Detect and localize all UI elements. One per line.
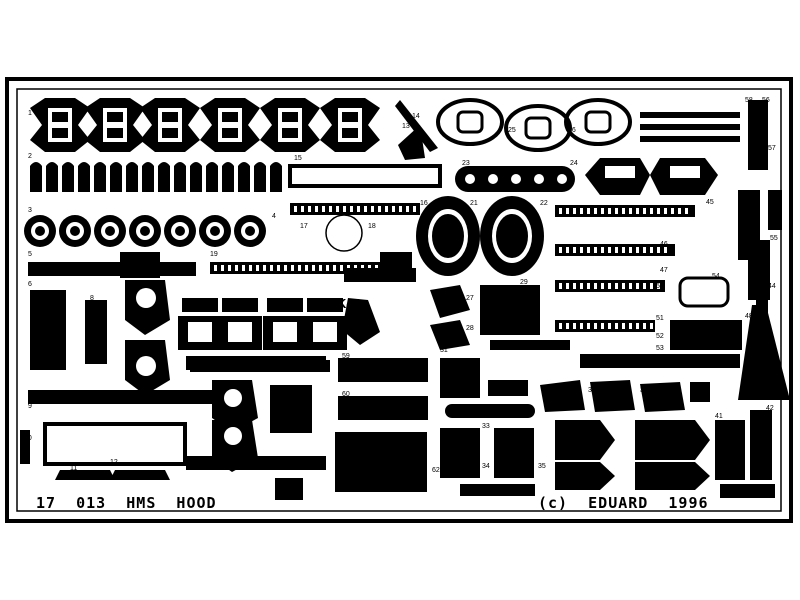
part-number-label: 62 [432, 467, 440, 474]
part-number-label: 11 [70, 465, 77, 472]
part-octagon-plates [585, 158, 718, 195]
part-number-label: 12 [110, 459, 118, 466]
part-number-label: 3 [28, 207, 32, 214]
part-number-label: 20 [380, 253, 388, 260]
part-number-label: 56 [762, 97, 770, 104]
part-number-label: 46 [660, 241, 668, 248]
part-number-label: 36 [588, 387, 596, 394]
part-center-assembly [186, 298, 380, 500]
part-number-label: 9 [28, 403, 32, 410]
part-number-label: 48 [745, 313, 753, 320]
part-number-label: 42 [766, 405, 774, 412]
part-number-label: 33 [482, 423, 490, 430]
fret-inner-frame [16, 88, 782, 512]
part-rope-reels [455, 166, 575, 192]
part-number-label: 51 [656, 315, 664, 322]
part-number-label: 44 [768, 283, 776, 290]
part-number-label: 16 [420, 200, 428, 207]
part-number-label: 40 [650, 437, 658, 444]
part-number-label: 2 [28, 153, 32, 160]
part-number-label: 58 [745, 97, 753, 104]
part-number-label: 57 [768, 145, 776, 152]
part-lower-right-assembly [430, 190, 790, 498]
part-number-label: 60 [342, 391, 350, 398]
part-number-label: 1 [28, 110, 32, 117]
set-number-title: 17 013 HMS HOOD [36, 494, 217, 512]
part-number-label: 23 [462, 160, 470, 167]
part-number-label: 34 [482, 463, 490, 470]
part-ladder-strips [190, 203, 695, 372]
part-row-mounts [178, 298, 347, 350]
part-number-label: 47 [660, 267, 668, 274]
part-number-label: 29 [520, 279, 528, 286]
part-number-label: 50 [656, 283, 664, 290]
part-number-label: 35 [538, 463, 546, 470]
part-number-label: 43 [720, 471, 728, 478]
part-railings-top-right [640, 100, 768, 170]
part-lower-left-assembly [20, 252, 228, 480]
ship-marking: K-V [337, 296, 360, 311]
part-number-label: 30 [520, 343, 528, 350]
part-number-label: 53 [656, 345, 664, 352]
part-number-label: 26 [568, 127, 576, 134]
copyright-label: (c) EDUARD 1996 [538, 494, 709, 512]
part-number-label: 61 [342, 435, 350, 442]
part-number-label: 39 [600, 437, 608, 444]
part-number-label: 6 [28, 281, 32, 288]
part-long-blocks [335, 252, 428, 492]
part-number-label: 38 [690, 387, 698, 394]
part-number-label: 18 [368, 223, 376, 230]
part-number-label: 19 [210, 251, 218, 258]
part-number-label: 10 [24, 435, 32, 442]
part-number-label: 4 [272, 213, 276, 220]
part-number-label: 32 [440, 391, 448, 398]
part-number-label: 21 [470, 200, 478, 207]
part-row-round-frames [436, 98, 632, 152]
part-number-label: 24 [570, 160, 578, 167]
part-inclined-ladder [395, 100, 438, 160]
part-number-label: 54 [712, 273, 720, 280]
part-number-label: 14 [412, 113, 420, 120]
part-number-label: 37 [640, 387, 648, 394]
fret-outer-frame [5, 77, 793, 523]
part-number-label: 13 [402, 123, 410, 130]
part-number-label: 59 [342, 353, 350, 360]
part-number-label: 8 [90, 295, 94, 302]
part-number-label: 17 [300, 223, 308, 230]
part-number-label: 52 [656, 333, 664, 340]
part-large-ovals [325, 196, 544, 276]
part-number-label: 45 [706, 199, 714, 206]
part-number-label: 15 [294, 155, 302, 162]
part-number-label: 31 [440, 347, 448, 354]
part-number-label: 41 [715, 413, 723, 420]
part-row-hatches [30, 98, 380, 152]
part-row-wheels [24, 215, 266, 247]
part-number-label: 27 [466, 295, 474, 302]
part-number-label: 22 [540, 200, 548, 207]
part-row-vents [30, 162, 442, 192]
part-number-label: 55 [770, 235, 778, 242]
part-number-label: 5 [28, 251, 32, 258]
part-number-label: 49 [755, 355, 763, 362]
part-number-label: 28 [466, 325, 474, 332]
part-number-label: 25 [508, 127, 516, 134]
